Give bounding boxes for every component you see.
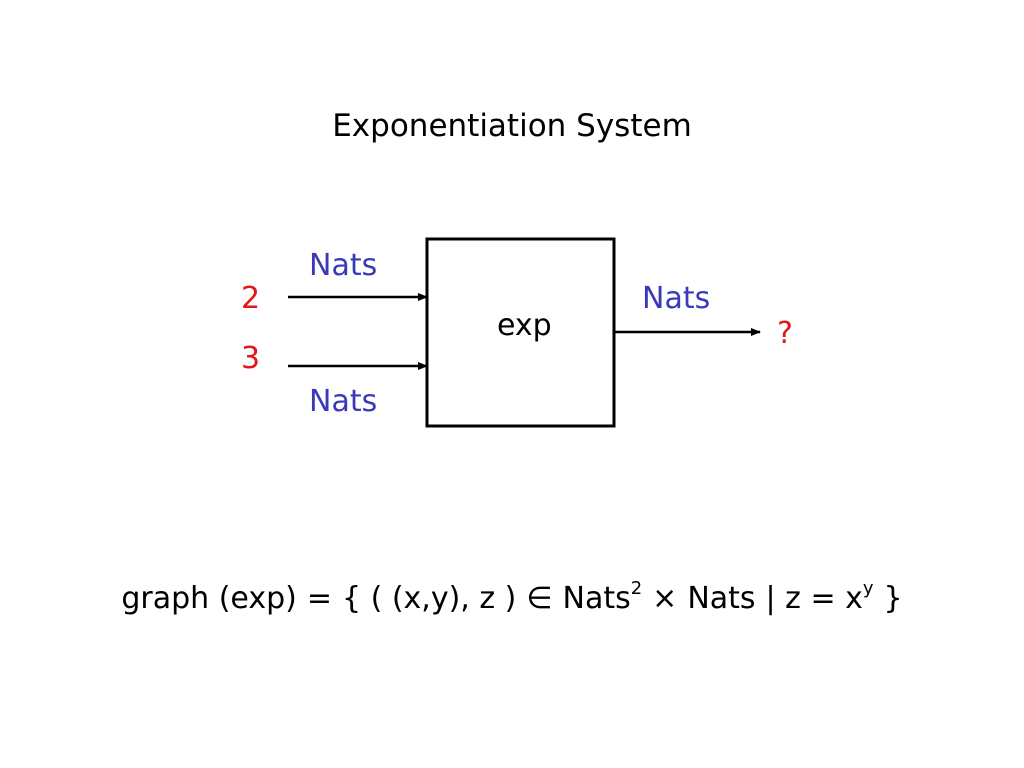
output-value: ? (777, 316, 793, 351)
input-x-type-label: Nats (309, 248, 378, 283)
exp-block (425, 237, 616, 428)
formula-codomain: Nats (687, 581, 756, 616)
input-x-value: 2 (241, 281, 261, 316)
output-type-label: Nats (642, 281, 711, 316)
diagram-title: Exponentiation System (332, 108, 692, 144)
formula-power: 2 (630, 578, 643, 599)
exp-block-label: exp (497, 308, 552, 343)
element-of-symbol: ∈ (526, 581, 553, 616)
formula-domain: Nats (562, 581, 631, 616)
formula-set-close: } (883, 581, 903, 616)
input-y-value: 3 (241, 341, 261, 376)
input-y-type-label: Nats (309, 384, 378, 419)
graph-formula: graph (exp)={ ( (x,y), z )∈Nats2×Nats| z… (0, 578, 1024, 616)
formula-lhs: graph (exp) (121, 581, 297, 616)
formula-equals: = (306, 581, 332, 616)
formula-set-open: { ( (x,y), z ) (341, 581, 517, 616)
formula-exponent: y (862, 578, 874, 599)
times-symbol: × (652, 581, 678, 616)
formula-condition: | z = x (765, 581, 863, 616)
